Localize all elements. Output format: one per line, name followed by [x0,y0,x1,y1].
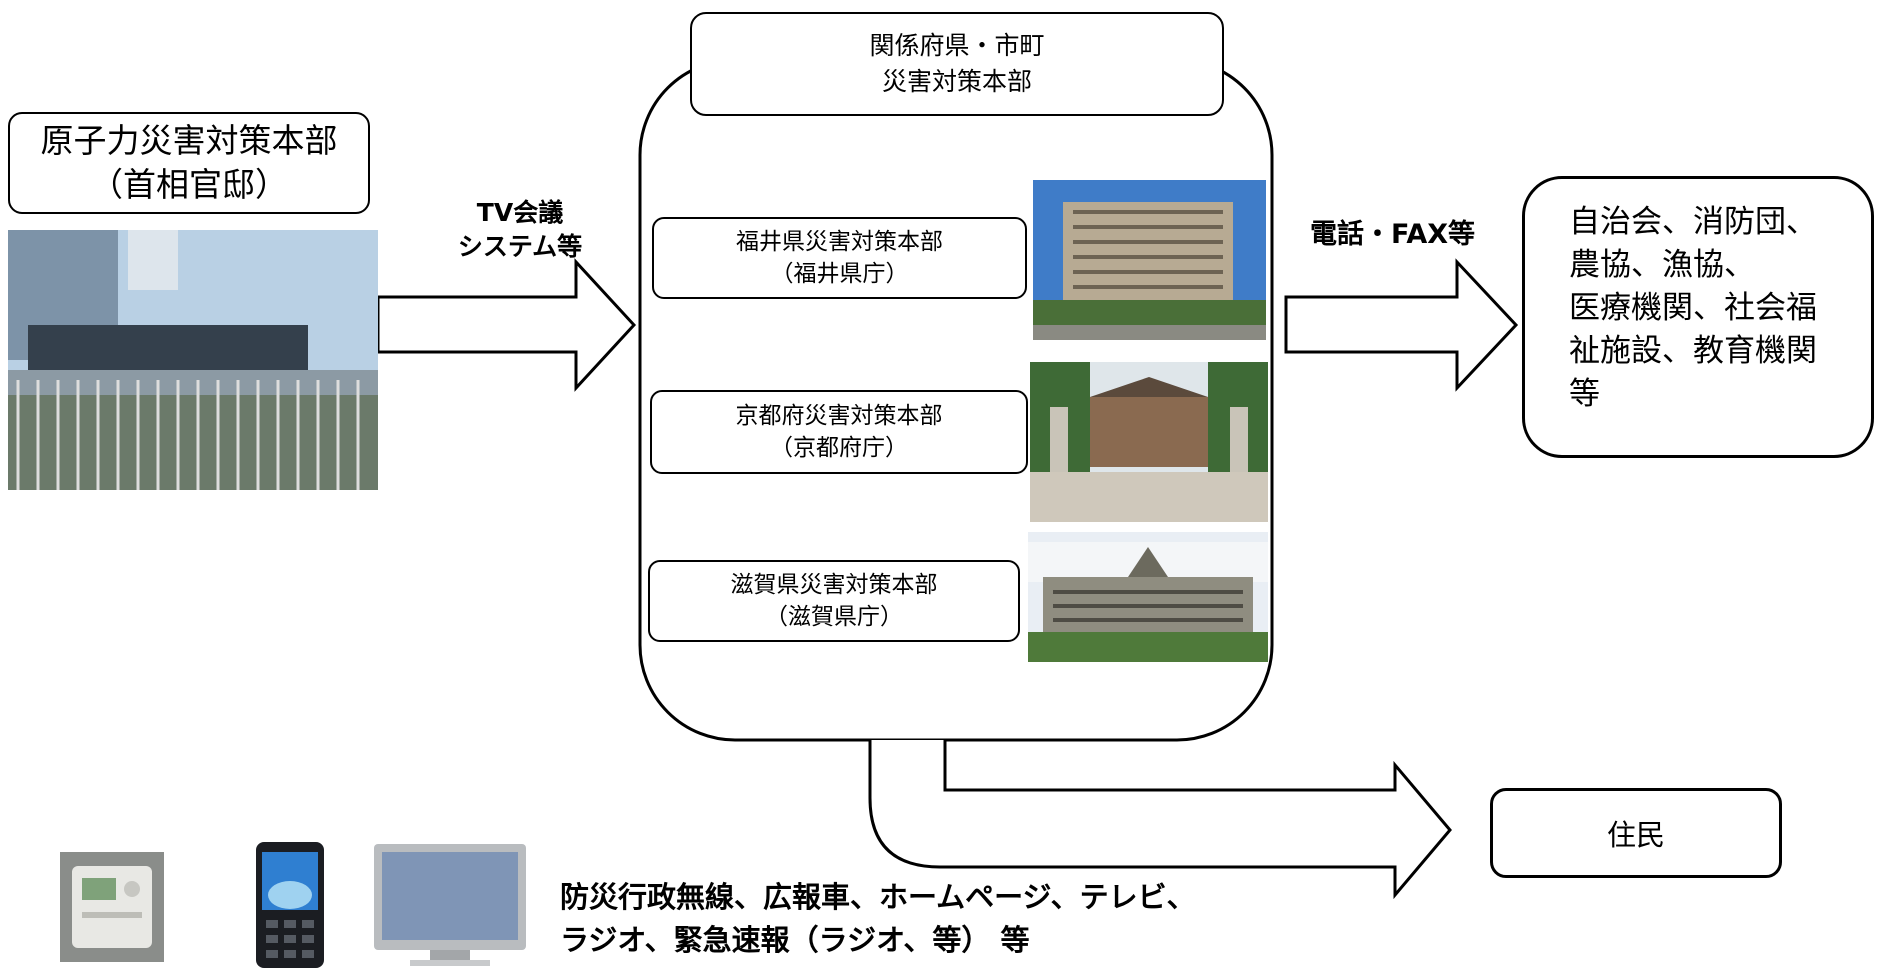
fukui-hq-line1: 福井県災害対策本部 [736,229,943,255]
fukui-hq-box: 福井県災害対策本部 （福井県庁） [652,217,1027,299]
kyoto-hq-line2: （京都府庁） [770,435,908,461]
nuclear-hq-line2: （首相官邸） [90,165,288,204]
kyoto-hq-line1: 京都府災害対策本部 [735,403,943,429]
tv-conference-label: TV会議 システム等 [440,196,600,264]
broadcast-line2: ラジオ、緊急速報（ラジオ、等） 等 [560,923,1030,957]
tv-label-line1: TV会議 [476,198,564,227]
tv-label-line2: システム等 [457,232,583,261]
orgs-line4: 祉施設、教育機関 [1569,333,1817,369]
television-icon [370,840,530,970]
residents-arrow [868,740,1452,900]
shiga-hq-line1: 滋賀県災害対策本部 [730,572,938,598]
phone-fax-label: 電話・FAX等 [1310,219,1476,250]
nuclear-hq-line1: 原子力災害対策本部 [40,121,338,160]
shiga-hq-line2: （滋賀県庁） [765,604,903,630]
fukui-hq-line2: （福井県庁） [770,261,909,287]
organizations-box: 自治会、消防団、 農協、漁協、 医療機関、社会福 祉施設、教育機関 等 [1522,176,1874,458]
orgs-line3: 医療機関、社会福 [1569,290,1817,326]
pm-office-photo [8,230,378,490]
kyoto-hq-box: 京都府災害対策本部 （京都府庁） [650,390,1028,474]
radio-receiver-icon [60,852,164,962]
phone-arrow [1284,258,1519,392]
orgs-line1: 自治会、消防団、 [1569,204,1817,240]
residents-label: 住民 [1606,818,1665,852]
tv-arrow [376,258,637,392]
broadcast-line1: 防災行政無線、広報車、ホームページ、テレビ、 [560,880,1196,914]
nuclear-hq-box: 原子力災害対策本部 （首相官邸） [8,112,370,214]
kyoto-office-photo [1030,362,1268,522]
mobile-phone-icon [254,840,326,970]
residents-box: 住民 [1490,788,1782,878]
affected-prefectures-hq-box: 関係府県・市町 災害対策本部 [690,12,1224,116]
shiga-office-photo [1028,532,1268,662]
top-box-line1: 関係府県・市町 [869,31,1045,60]
fukui-office-photo [1033,180,1266,340]
orgs-line2: 農協、漁協、 [1569,247,1755,283]
broadcast-means-text: 防災行政無線、広報車、ホームページ、テレビ、 ラジオ、緊急速報（ラジオ、等） 等 [560,876,1196,962]
shiga-hq-box: 滋賀県災害対策本部 （滋賀県庁） [648,560,1020,642]
top-box-line2: 災害対策本部 [881,67,1032,96]
orgs-line5: 等 [1569,376,1600,412]
